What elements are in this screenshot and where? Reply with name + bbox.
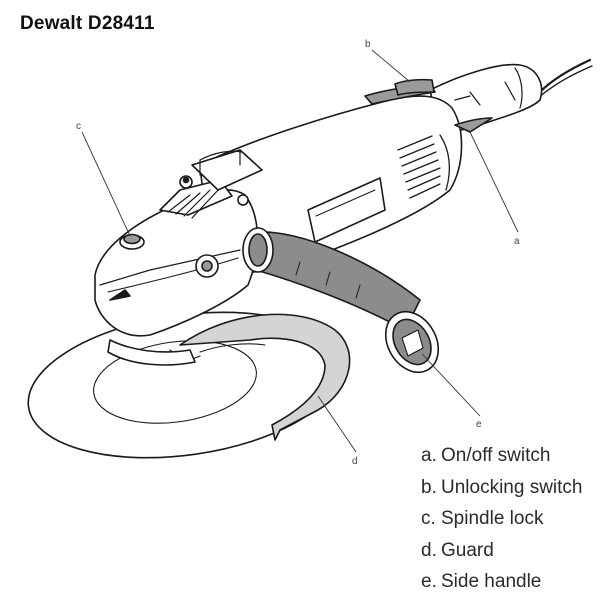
page-title: Dewalt D28411 [20, 13, 155, 34]
parts-legend: a.On/off switch b.Unlocking switch c.Spi… [421, 444, 583, 602]
legend-label: On/off switch [441, 445, 551, 466]
callout-label-a: a [514, 236, 520, 247]
callout-line-a [469, 131, 519, 233]
legend-key: b. [421, 476, 437, 498]
legend-key: d. [421, 539, 437, 561]
legend-key: a. [421, 445, 437, 466]
legend-key: c. [421, 508, 436, 529]
legend-item: b.Unlocking switch [421, 476, 583, 508]
legend-key: e. [421, 571, 437, 592]
legend-label: Guard [441, 539, 494, 561]
callout-label-c: c [76, 121, 81, 132]
callout-label-d: d [352, 456, 358, 467]
legend-label: Spindle lock [441, 508, 544, 529]
callout-label-e: e [476, 419, 482, 430]
callout-line-c [81, 131, 131, 237]
legend-item: a.On/off switch [421, 444, 583, 476]
callout-line-d [317, 395, 357, 453]
callout-line-e [421, 353, 481, 417]
legend-label: Side handle [441, 571, 542, 592]
power-cord [538, 58, 592, 94]
callout-line-b [371, 49, 411, 83]
legend-label: Unlocking switch [441, 476, 583, 498]
callout-label-b: b [365, 39, 371, 50]
rear-grip [429, 63, 543, 136]
legend-item: e.Side handle [421, 570, 583, 602]
gear-head [94, 149, 263, 366]
legend-item: d.Guard [421, 539, 583, 571]
legend-item: c.Spindle lock [421, 507, 583, 539]
